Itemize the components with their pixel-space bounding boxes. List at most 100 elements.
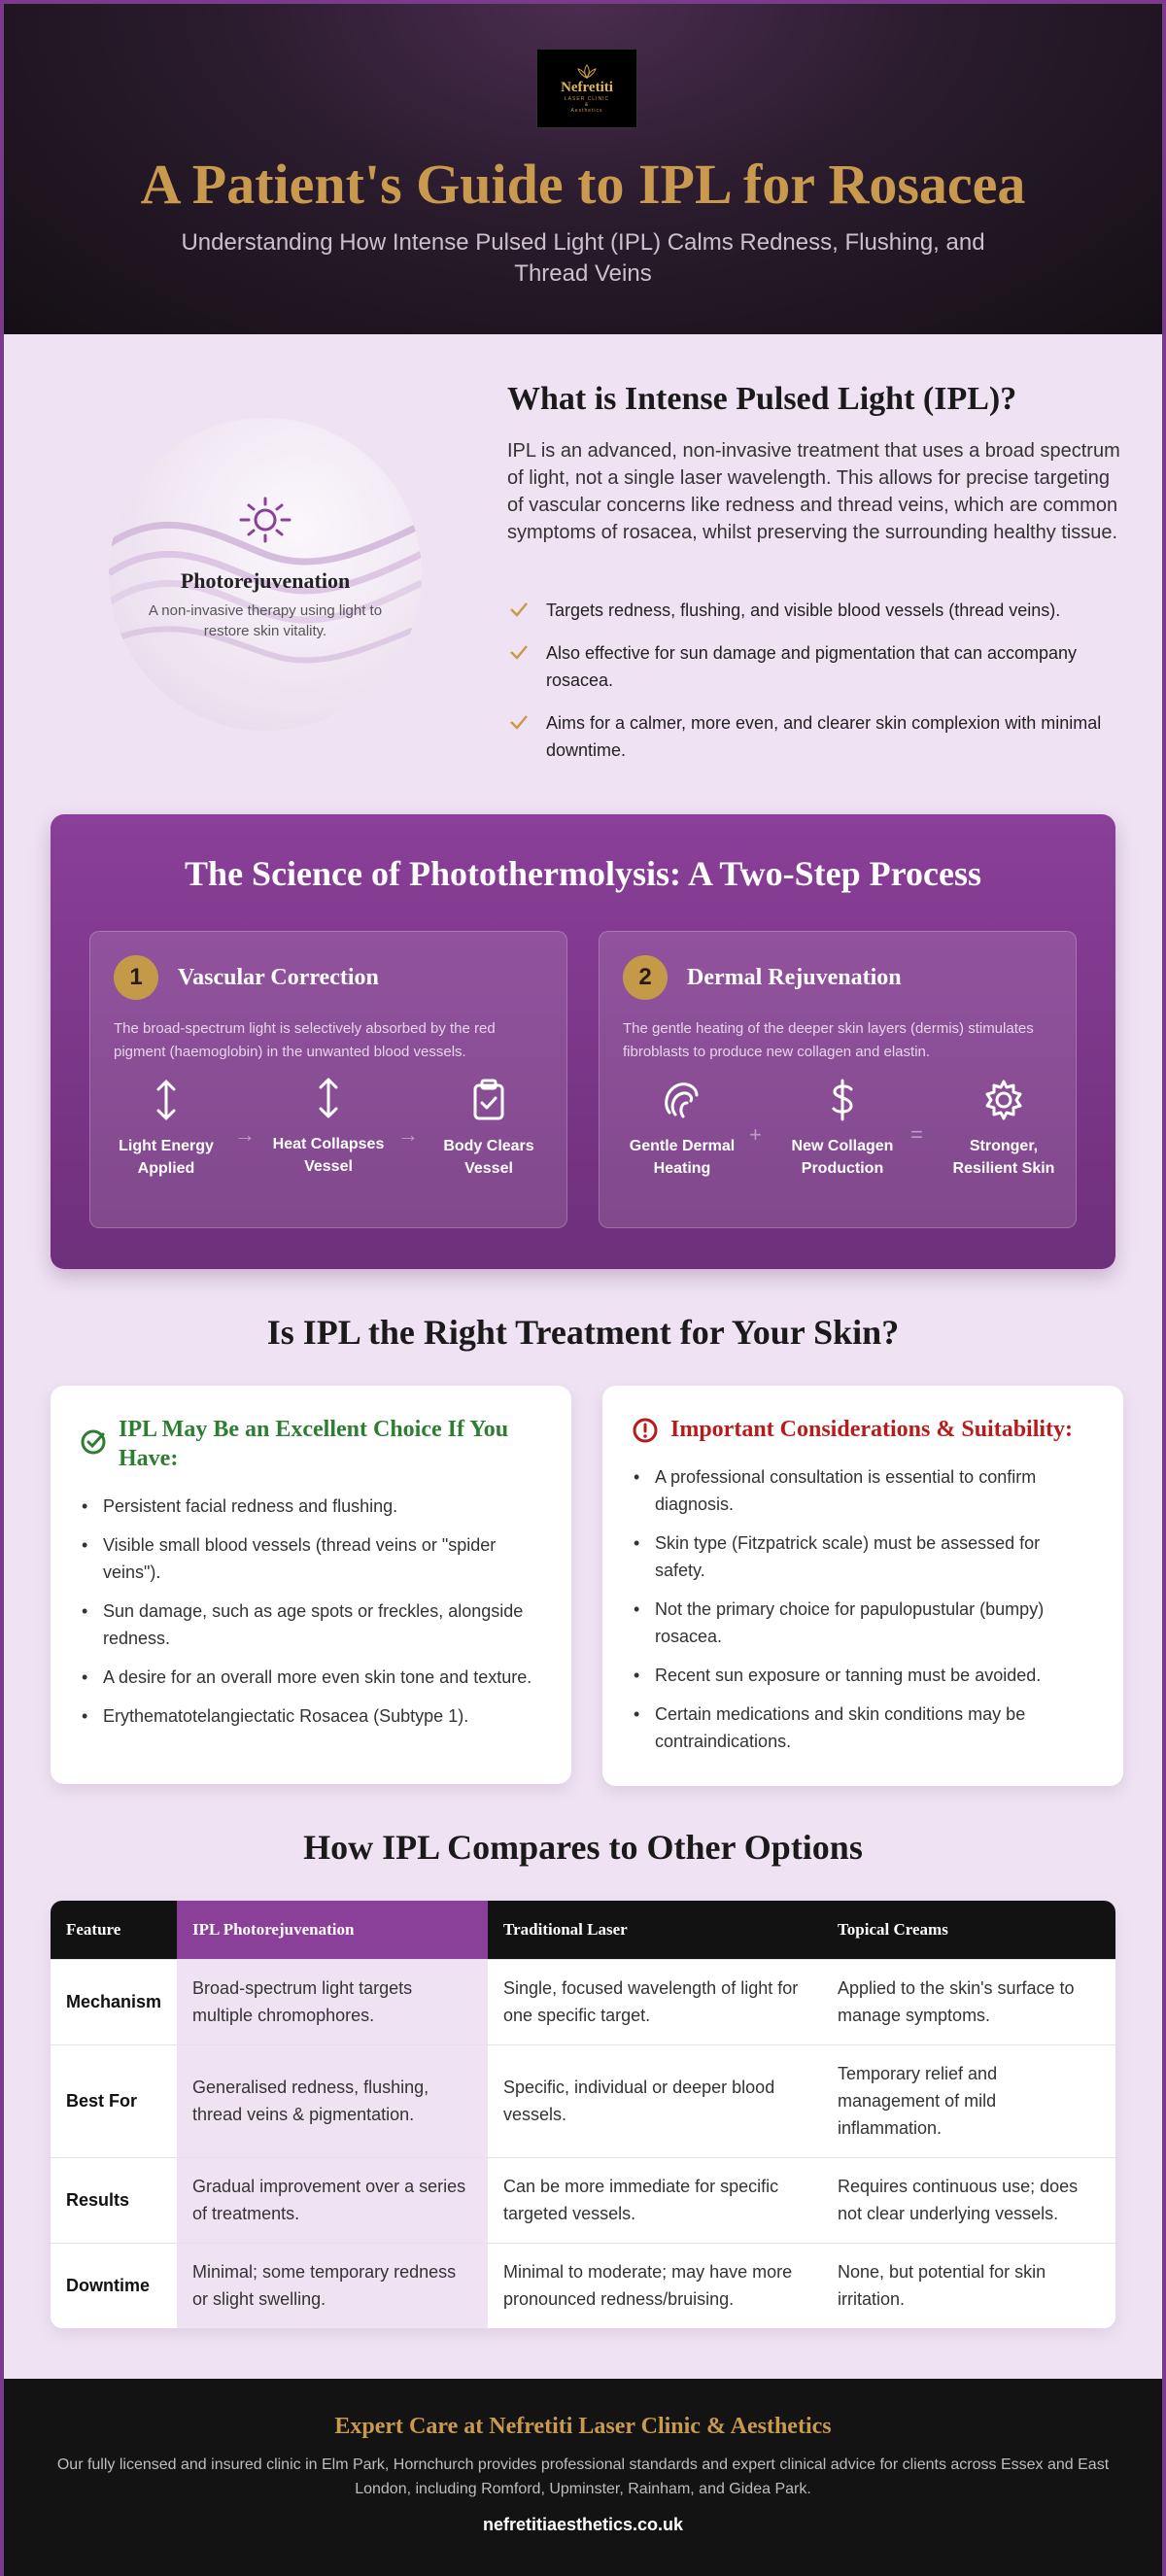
page-subtitle: Understanding How Intense Pulsed Light (… — [181, 229, 985, 287]
list-item: Targets redness, flushing, and visible b… — [507, 597, 1121, 624]
step-number: 1 — [114, 955, 158, 1000]
section-heading: Is IPL the Right Treatment for Your Skin… — [266, 1313, 900, 1352]
column-header: IPL Photorejuvenation — [177, 1901, 489, 1959]
table-cell: Minimal to moderate; may have more prono… — [488, 2242, 822, 2328]
graphic-title: Photorejuvenation — [180, 568, 351, 593]
step-title: Vascular Correction — [178, 965, 379, 990]
logo-line: LASER CLINIC — [564, 95, 610, 102]
check-circle-icon — [81, 1429, 106, 1455]
list-item: Skin type (Fitzpatrick scale) must be as… — [632, 1529, 1094, 1584]
lotus-icon — [577, 63, 597, 79]
step-card-vascular: 1 Vascular Correction The broad-spectrum… — [89, 931, 567, 1228]
table-cell: Temporary relief and management of mild … — [822, 2044, 1115, 2157]
page-footer: Expert Care at Nefretiti Laser Clinic & … — [4, 2379, 1162, 2576]
column-header: Topical Creams — [822, 1901, 1115, 1959]
check-icon — [510, 715, 528, 730]
table-cell: Broad-spectrum light targets multiple ch… — [177, 1958, 489, 2044]
step-title: Dermal Rejuvenation — [687, 965, 902, 990]
section-heading: How IPL Compares to Other Options — [303, 1828, 863, 1867]
good-candidate-card: IPL May Be an Excellent Choice If You Ha… — [51, 1386, 571, 1784]
considerations-list: A professional consultation is essential… — [632, 1463, 1094, 1767]
list-item: Aims for a calmer, more even, and cleare… — [507, 709, 1121, 764]
step-card-dermal: 2 Dermal Rejuvenation The gentle heating… — [599, 931, 1077, 1228]
step-description: The gentle heating of the deeper skin la… — [623, 1020, 1034, 1060]
list-item: Visible small blood vessels (thread vein… — [80, 1531, 542, 1586]
good-candidate-list: Persistent facial redness and flushing. … — [80, 1493, 542, 1741]
list-item: Not the primary choice for papulopustula… — [632, 1596, 1094, 1650]
gear-icon — [985, 1080, 1022, 1120]
table-cell: Results — [51, 2156, 178, 2243]
list-item: Persistent facial redness and flushing. — [80, 1493, 542, 1520]
footer-text: Our fully licensed and insured clinic in… — [56, 2456, 1110, 2497]
heat-swirl-icon — [665, 1082, 699, 1118]
flow-separator: = — [910, 1122, 923, 1147]
flow-label: Light Energy Applied — [119, 1138, 214, 1177]
science-section: The Science of Photothermolysis: A Two-S… — [51, 814, 1115, 1269]
considerations-card: Important Considerations & Suitability: … — [602, 1386, 1123, 1786]
check-icon — [510, 645, 528, 660]
ipl-intro-section: Photorejuvenation A non-invasive therapy… — [4, 334, 1162, 820]
flow-item: Body Clears Vessel — [430, 1078, 547, 1180]
flow-separator: + — [749, 1122, 762, 1147]
list-item: Erythematotelangiectatic Rosacea (Subtyp… — [80, 1702, 542, 1730]
flow-item: Heat Collapses Vessel — [270, 1076, 387, 1178]
flow-label: Stronger, Resilient Skin — [952, 1138, 1055, 1177]
footer-title: Expert Care at Nefretiti Laser Clinic & … — [334, 2414, 832, 2439]
logo-name: Nefretiti — [561, 79, 613, 95]
table-header-row: Feature IPL Photorejuvenation Traditiona… — [51, 1901, 1115, 1959]
list-item: Sun damage, such as age spots or freckle… — [80, 1597, 542, 1652]
arrows-vertical-icon — [319, 1078, 338, 1118]
page-header: Nefretiti LASER CLINIC & Aesthetics A Pa… — [4, 0, 1162, 334]
table-cell: Specific, individual or deeper blood ves… — [488, 2044, 822, 2157]
sun-icon — [239, 497, 292, 543]
list-item-text: Aims for a calmer, more even, and cleare… — [546, 713, 1102, 760]
step-description: The broad-spectrum light is selectively … — [114, 1020, 496, 1060]
alert-circle-icon — [633, 1418, 658, 1443]
arrows-vertical-icon — [156, 1080, 176, 1120]
card-title: IPL May Be an Excellent Choice If You Ha… — [119, 1417, 509, 1471]
table-cell: Mechanism — [51, 1958, 178, 2044]
clipboard-check-icon — [473, 1079, 504, 1120]
card-title: Important Considerations & Suitability: — [670, 1417, 1074, 1442]
clinic-logo[interactable]: Nefretiti LASER CLINIC & Aesthetics — [536, 49, 637, 128]
benefit-list: Targets redness, flushing, and visible b… — [507, 597, 1121, 779]
list-item: Recent sun exposure or tanning must be a… — [632, 1662, 1094, 1689]
table-cell: None, but potential for skin irritation. — [822, 2242, 1115, 2328]
table-cell: Generalised redness, flushing, thread ve… — [177, 2044, 489, 2157]
flow-item: Gentle Dermal Heating — [619, 1078, 745, 1180]
list-item: Certain medications and skin conditions … — [632, 1700, 1094, 1755]
section-heading: What is Intense Pulsed Light (IPL)? — [507, 381, 1017, 417]
website-link[interactable]: nefretitiaesthetics.co.uk — [482, 2515, 684, 2534]
table-cell: Minimal; some temporary redness or sligh… — [177, 2242, 489, 2328]
flow-item: New Collagen Production — [774, 1078, 910, 1180]
flow-label: Heat Collapses Vessel — [272, 1136, 385, 1175]
table-cell: Can be more immediate for specific targe… — [488, 2156, 822, 2243]
list-item-text: Targets redness, flushing, and visible b… — [546, 601, 1061, 620]
flow-separator: → — [397, 1122, 419, 1147]
flow-separator: → — [234, 1122, 256, 1147]
table-cell: Downtime — [51, 2242, 178, 2328]
step-number: 2 — [623, 955, 668, 1000]
section-heading: The Science of Photothermolysis: A Two-S… — [185, 854, 981, 893]
column-header: Feature — [51, 1901, 178, 1959]
list-item: Also effective for sun damage and pigmen… — [507, 639, 1121, 694]
table-cell: Best For — [51, 2044, 178, 2157]
list-item: A professional consultation is essential… — [632, 1463, 1094, 1518]
graphic-description: A non-invasive therapy using light to re… — [148, 602, 383, 639]
page-title: A Patient's Guide to IPL for Rosacea — [140, 153, 1026, 216]
table-cell: Requires continuous use; does not clear … — [822, 2156, 1115, 2243]
table-cell: Gradual improvement over a series of tre… — [177, 2156, 489, 2243]
flow-item: Stronger, Resilient Skin — [936, 1078, 1072, 1180]
table-row: Downtime Minimal; some temporary redness… — [51, 2242, 1115, 2328]
list-item: A desire for an overall more even skin t… — [80, 1664, 542, 1691]
dollar-icon — [832, 1079, 853, 1121]
table-row: Results Gradual improvement over a serie… — [51, 2156, 1115, 2243]
table-cell: Single, focused wavelength of light for … — [488, 1958, 822, 2044]
flow-label: Gentle Dermal Heating — [629, 1138, 736, 1177]
wave-decoration — [109, 521, 422, 664]
logo-line: & — [584, 101, 590, 108]
flow-item: Light Energy Applied — [108, 1078, 224, 1180]
photorejuvenation-graphic: Photorejuvenation A non-invasive therapy… — [109, 418, 422, 731]
list-item-text: Also effective for sun damage and pigmen… — [546, 643, 1078, 690]
table-row: Best For Generalised redness, flushing, … — [51, 2044, 1115, 2157]
